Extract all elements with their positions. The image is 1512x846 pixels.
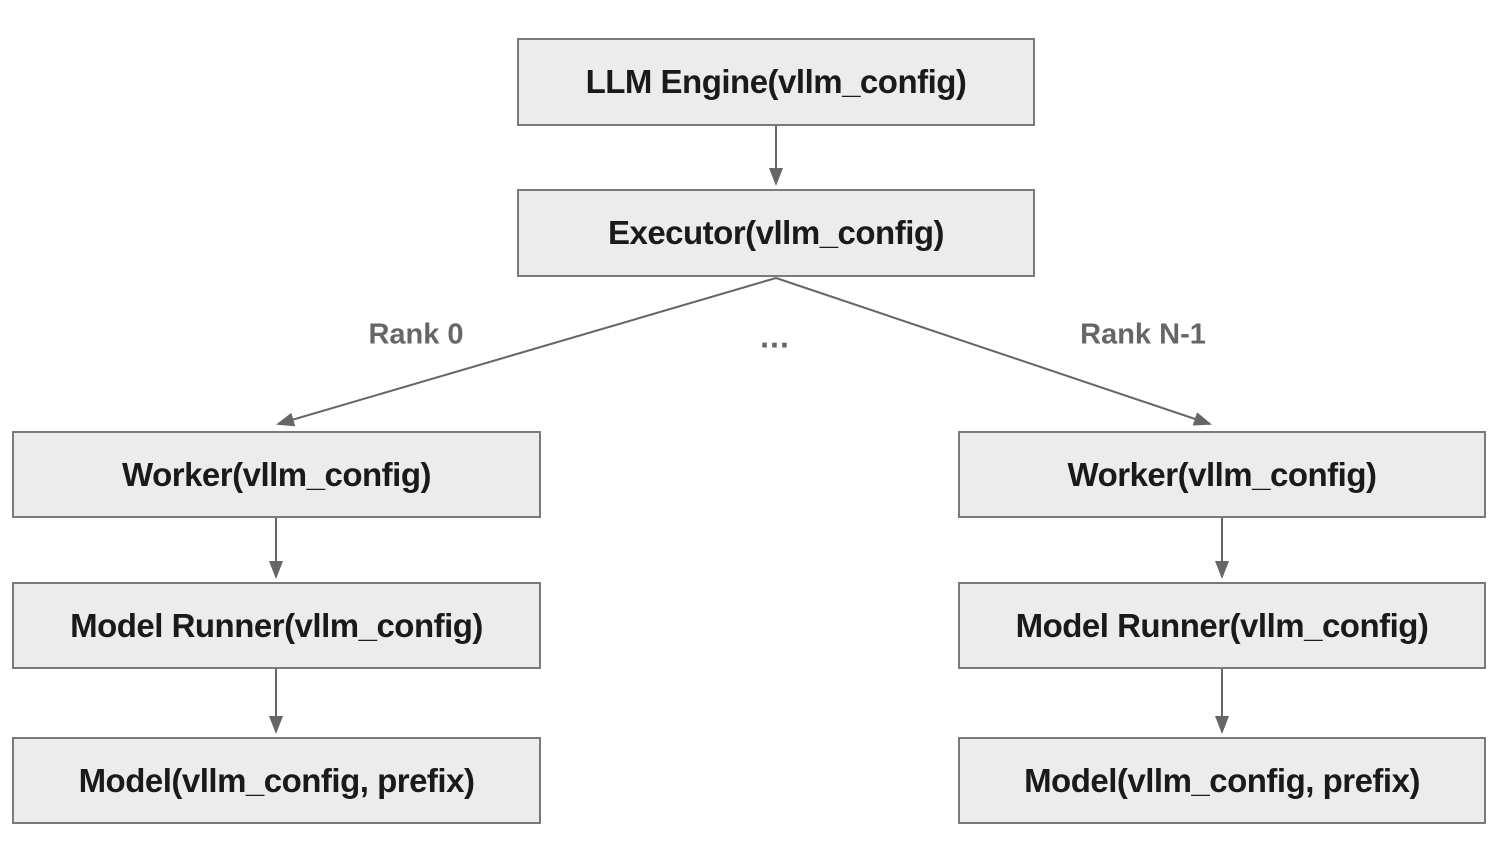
node-llm-engine: LLM Engine(vllm_config) xyxy=(517,38,1035,126)
node-model-runner-rank0: Model Runner(vllm_config) xyxy=(12,582,541,669)
node-worker-rank0: Worker(vllm_config) xyxy=(12,431,541,518)
edge-label-rank-n-1: Rank N-1 xyxy=(1080,318,1206,351)
node-worker-rankn: Worker(vllm_config) xyxy=(958,431,1486,518)
edge-label-rank-0: Rank 0 xyxy=(368,318,464,351)
node-model-rankn: Model(vllm_config, prefix) xyxy=(958,737,1486,824)
edge-label-ellipsis: ... xyxy=(760,318,790,355)
node-model-runner-rankn: Model Runner(vllm_config) xyxy=(958,582,1486,669)
arrow-executor-to-worker-left xyxy=(276,277,777,427)
node-model-rank0: Model(vllm_config, prefix) xyxy=(12,737,541,824)
node-executor: Executor(vllm_config) xyxy=(517,189,1035,277)
